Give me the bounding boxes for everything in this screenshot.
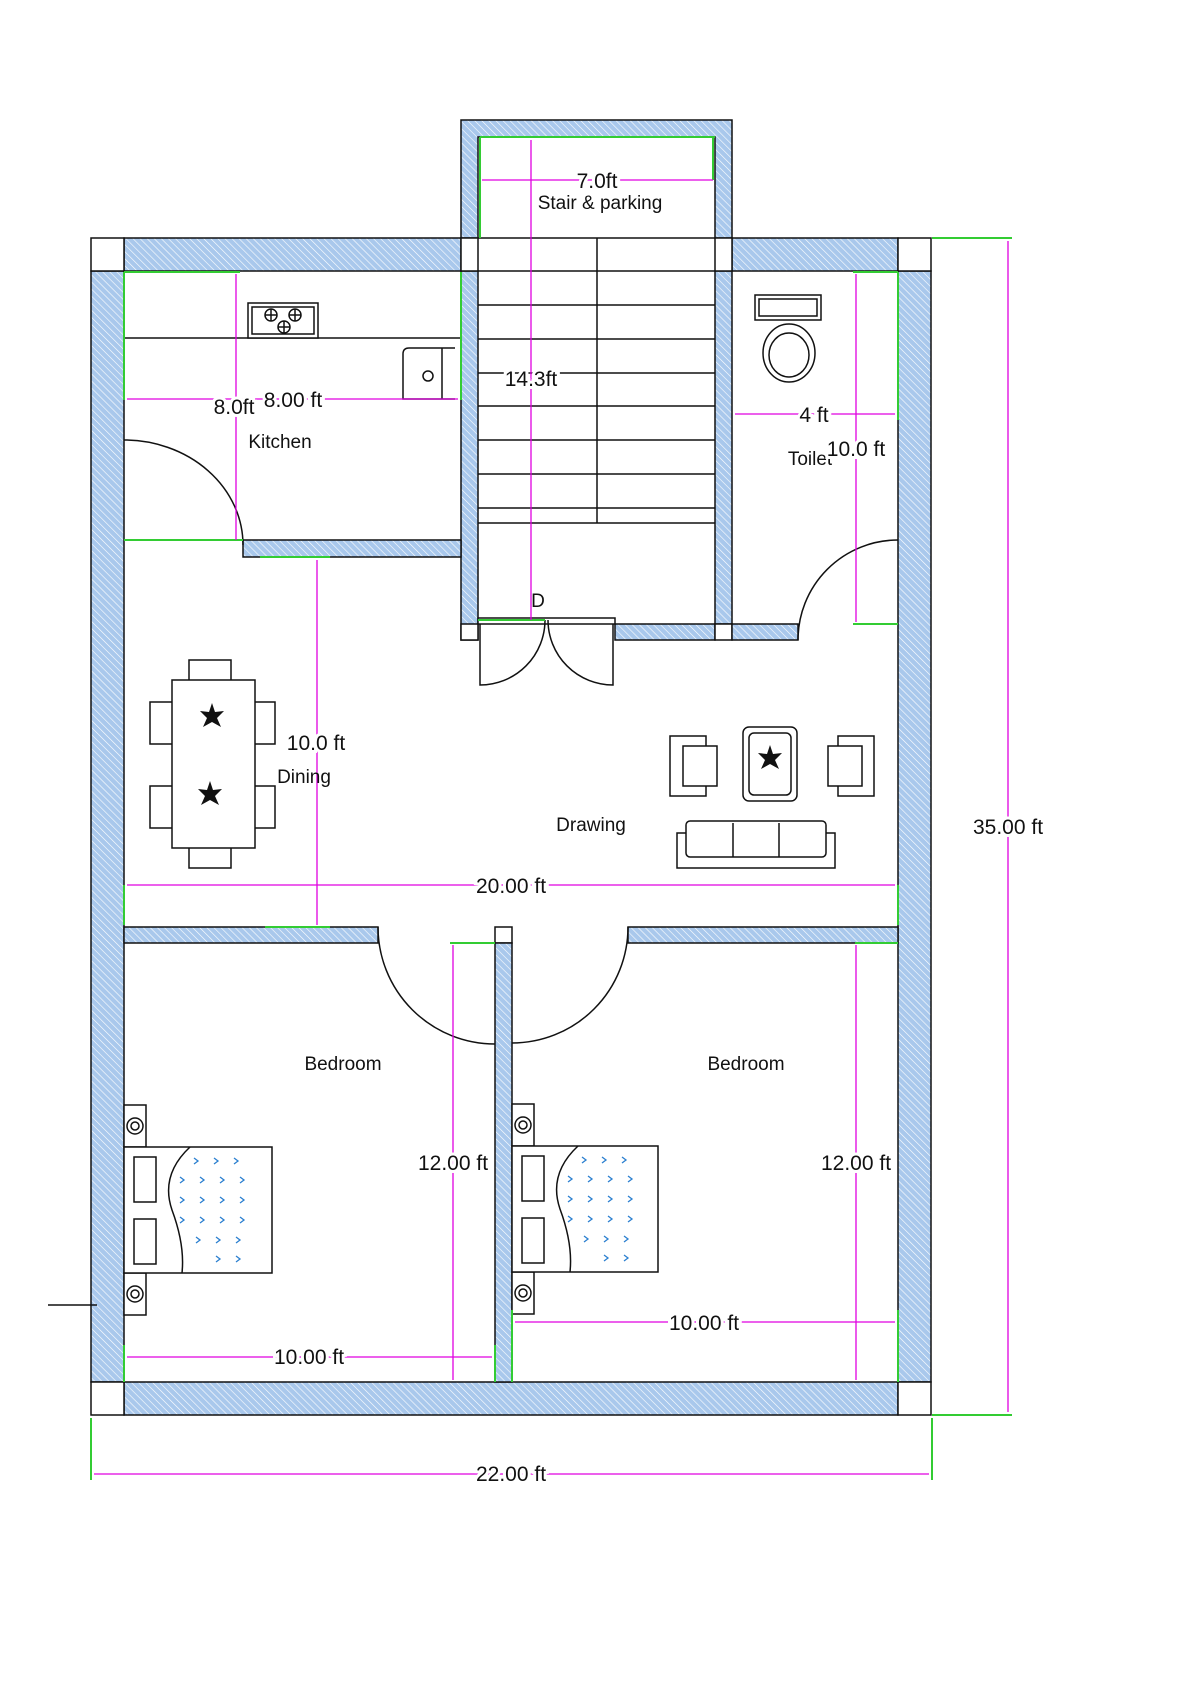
kitchen-door xyxy=(123,439,244,546)
room-label-drawing: Drawing xyxy=(556,815,626,836)
main-double-door xyxy=(477,617,616,686)
room-label-kitchen: Kitchen xyxy=(248,432,311,453)
dim-stair-width: 7.0ft xyxy=(577,170,618,193)
dim-bedroom-right-length: 12.00 ft xyxy=(821,1152,891,1175)
dim-bedroom-left-width: 10.00 ft xyxy=(274,1346,344,1369)
kitchen-fixtures xyxy=(124,302,461,400)
staircase xyxy=(478,237,715,524)
bedroom-left-door xyxy=(377,926,496,1045)
dim-bedroom-left-length: 12.00 ft xyxy=(418,1152,488,1175)
dim-toilet-width: 4 ft xyxy=(799,404,828,427)
door-label: D xyxy=(531,591,545,612)
bed-right-icon xyxy=(511,1103,659,1315)
doors xyxy=(123,439,899,1045)
room-label-dining: Dining xyxy=(277,767,331,788)
dimension-lines xyxy=(94,140,1009,1475)
room-label-toilet: Toilet xyxy=(788,449,833,470)
dim-dining-length: 10.0 ft xyxy=(287,732,346,755)
dining-table-icon xyxy=(149,659,276,869)
dim-bedroom-right-width: 10.00 ft xyxy=(669,1312,739,1335)
dim-kitchen-depth: 8.0ft xyxy=(214,396,255,419)
dim-drawing-width: 20.00 ft xyxy=(476,875,546,898)
dim-total-length: 35.00 ft xyxy=(973,816,1043,839)
extension-lines xyxy=(90,136,1012,1480)
bed-left-icon xyxy=(123,1104,273,1316)
walls xyxy=(90,119,932,1416)
room-label-bedroom-right: Bedroom xyxy=(707,1054,784,1075)
dim-stair-length: 14.3ft xyxy=(505,368,558,391)
sink-icon xyxy=(402,347,455,400)
stove-icon xyxy=(247,302,319,339)
room-label-bedroom-left: Bedroom xyxy=(304,1054,381,1075)
toilet-icon xyxy=(754,294,822,383)
dim-toilet-length: 10.0 ft xyxy=(827,438,886,461)
toilet-door xyxy=(797,539,899,641)
dim-kitchen-width: 8.00 ft xyxy=(264,389,323,412)
room-label-stair: Stair & parking xyxy=(538,193,663,214)
dim-total-width: 22.00 ft xyxy=(476,1463,546,1486)
bedroom-right-door xyxy=(511,926,629,1044)
sofa-set-icon xyxy=(669,726,875,869)
